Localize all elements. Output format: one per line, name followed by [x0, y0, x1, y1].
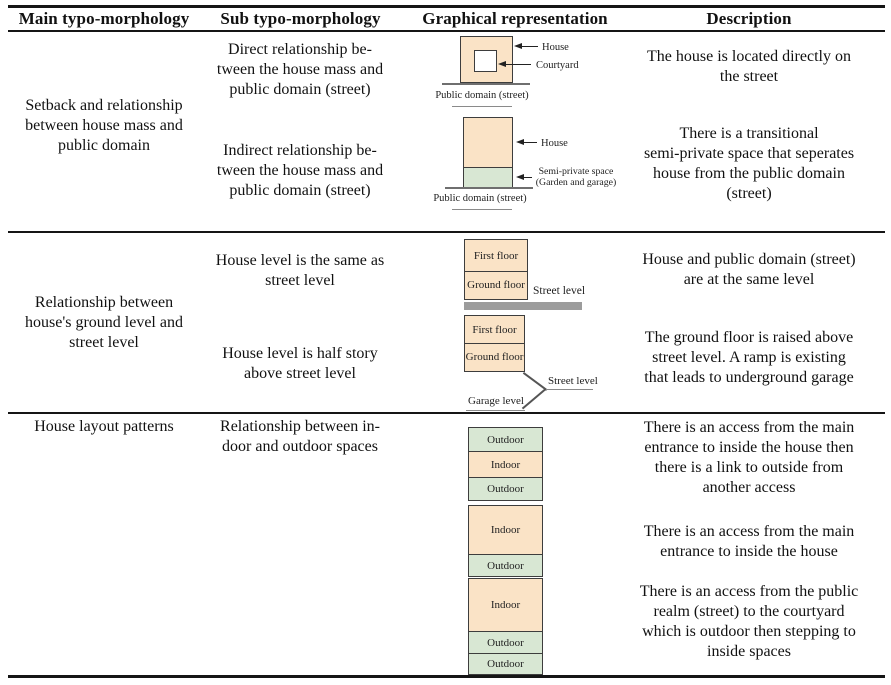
layout-cell-label: Indoor: [490, 458, 521, 471]
layout-cell-indoor: Indoor: [469, 579, 542, 631]
public-domain-label: Public domain (street): [433, 193, 527, 204]
first-floor-box: First floor: [464, 315, 525, 344]
street-ground-line: [442, 83, 530, 85]
description-indirect: There is a transitional semi-private spa…: [643, 125, 855, 202]
column-header-main-typo: Main typo-morphology: [18, 9, 190, 28]
house-arrow-line: [523, 142, 537, 144]
ground-floor-box: Ground floor: [464, 342, 525, 372]
rule-top: [8, 5, 885, 8]
layout-cell-label: Outdoor: [487, 559, 524, 572]
description-layout-2: There is an access from the main entranc…: [643, 523, 855, 560]
house-arrow-icon: [516, 139, 524, 145]
column-header-sub-typo: Sub typo-morphology: [220, 9, 381, 28]
layout-cell-label: Outdoor: [487, 636, 524, 649]
rule-bottom: [8, 675, 885, 678]
main-cell-ground-level: Relationship between house's ground leve…: [25, 294, 183, 351]
courtyard-box: [474, 50, 497, 72]
semi-private-arrow-icon: [516, 174, 524, 180]
ramp-line-lower: [522, 388, 546, 409]
ground-floor-label: Ground floor: [465, 351, 524, 364]
public-domain-underline: [452, 106, 512, 108]
rule-section-2: [8, 412, 885, 414]
sub-cell-indirect: Indirect relationship be- tween the hous…: [216, 142, 384, 199]
description-layout-1: There is an access from the main entranc…: [643, 419, 855, 496]
sub-cell-direct: Direct relationship be- tween the house …: [216, 41, 384, 98]
layout-cell-label: Outdoor: [487, 658, 524, 670]
ground-floor-box: Ground floor: [464, 270, 528, 300]
garage-level-label: Garage level: [468, 395, 524, 407]
rule-header-bottom: [8, 30, 885, 32]
main-cell-setback: Setback and relationship between house m…: [25, 97, 183, 154]
house-label: House: [541, 138, 568, 149]
street-ground-line: [445, 187, 533, 189]
layout-cell-indoor: Indoor: [469, 506, 542, 554]
description-half-story: The ground floor is raised above street …: [644, 329, 854, 386]
public-domain-underline: [452, 209, 512, 211]
layout-cell-label: Indoor: [490, 599, 521, 611]
sub-cell-same-level: House level is the same as street level: [215, 252, 385, 289]
first-floor-label: First floor: [473, 249, 519, 262]
main-cell-layout-patterns: House layout patterns: [34, 418, 174, 435]
description-layout-3: There is an access from the public realm…: [639, 583, 859, 660]
graphic-layout-3: Indoor Outdoor Outdoor: [468, 578, 543, 675]
layout-cell-outdoor: Outdoor: [469, 477, 542, 500]
description-same-level: House and public domain (street) are at …: [642, 251, 856, 288]
semi-private-box: [463, 166, 513, 188]
garage-level-underline: [466, 410, 525, 412]
layout-cell-outdoor: Outdoor: [469, 653, 542, 674]
street-level-label: Street level: [548, 375, 598, 387]
sub-cell-half-story: House level is half story above street l…: [222, 345, 378, 382]
semi-private-arrow-line: [523, 177, 532, 179]
courtyard-arrow-line: [505, 64, 531, 66]
column-header-graphical: Graphical representation: [422, 9, 608, 28]
layout-cell-indoor: Indoor: [469, 451, 542, 477]
first-floor-box: First floor: [464, 239, 528, 272]
semi-private-label: Semi-private space (Garden and garage): [535, 166, 617, 188]
courtyard-arrow-icon: [498, 61, 506, 67]
layout-cell-label: Indoor: [490, 524, 521, 536]
ramp-line-upper: [523, 371, 548, 390]
layout-cell-label: Outdoor: [487, 483, 524, 495]
house-arrow-icon: [514, 43, 522, 49]
street-level-bar: [464, 302, 582, 310]
layout-cell-outdoor: Outdoor: [469, 554, 542, 576]
layout-cell-label: Outdoor: [487, 433, 524, 446]
description-direct: The house is located directly on the str…: [647, 48, 851, 85]
first-floor-label: First floor: [472, 323, 517, 336]
rule-section-1: [8, 231, 885, 233]
ground-floor-label: Ground floor: [467, 279, 525, 292]
layout-cell-outdoor: Outdoor: [469, 631, 542, 653]
public-domain-label: Public domain (street): [435, 90, 529, 101]
house-box: [463, 117, 513, 168]
house-arrow-line: [521, 46, 538, 48]
street-level-underline: [546, 389, 593, 391]
sub-cell-indoor-outdoor: Relationship between in- door and outdoo…: [220, 418, 380, 455]
graphic-layout-1: Outdoor Indoor Outdoor: [468, 427, 543, 501]
layout-cell-outdoor: Outdoor: [469, 428, 542, 451]
house-label: House: [542, 42, 569, 53]
street-level-label: Street level: [533, 285, 586, 297]
courtyard-label: Courtyard: [536, 60, 579, 71]
column-header-description: Description: [706, 9, 792, 28]
graphic-layout-2: Indoor Outdoor: [468, 505, 543, 577]
